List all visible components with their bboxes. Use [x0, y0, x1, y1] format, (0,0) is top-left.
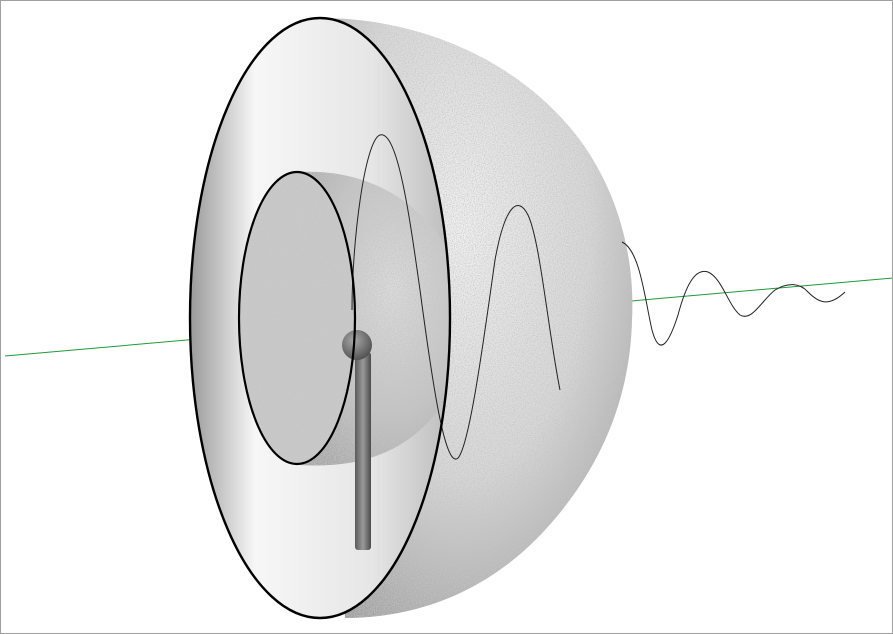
probe-ball: [342, 330, 372, 360]
outer-rim: [188, 16, 452, 620]
wave-outside: [621, 241, 846, 346]
wave-inside: [351, 134, 561, 460]
inner-rim: [237, 170, 357, 466]
probe-rod: [355, 352, 371, 550]
inner-cavity: [239, 172, 355, 464]
